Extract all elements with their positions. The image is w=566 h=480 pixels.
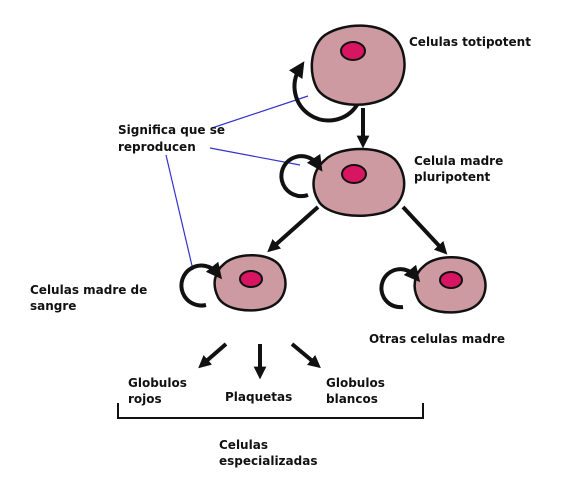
arrow-pluripotent-to-other	[401, 205, 448, 255]
arrow-to-red-cells	[198, 342, 228, 369]
nucleus	[239, 270, 263, 288]
label-blood-stem-line1: Celulas madre de	[30, 283, 148, 297]
self-renewal-arrow-pluripotent	[279, 153, 323, 199]
cell-body	[310, 24, 406, 107]
nucleus	[340, 41, 366, 61]
self-renewal-arrow-totipotent	[288, 61, 359, 123]
label-red-cells-line1: Globulos	[128, 376, 187, 390]
label-significa-line2: reproducen	[118, 140, 196, 154]
label-blood-stem-line2: sangre	[30, 299, 77, 313]
label-white-cells-line1: Globulos	[326, 376, 385, 390]
label-totipotent: Celulas totipotent	[409, 35, 531, 49]
specialized-cells-bracket	[117, 403, 424, 419]
label-other-stem: Otras celulas madre	[369, 332, 505, 346]
other-stem-cell	[413, 256, 487, 314]
label-specialized-line2: especializadas	[219, 454, 318, 468]
label-red-cells-line2: rojos	[128, 392, 162, 406]
nucleus	[341, 164, 367, 184]
pluripotent-cell	[312, 147, 406, 218]
label-platelets: Plaquetas	[225, 390, 293, 404]
self-renewal-arrow-other	[379, 264, 421, 310]
label-pluripotent-line2: pluripotent	[414, 170, 491, 184]
self-renewal-arrow-blood	[179, 261, 223, 308]
label-significa-line1: Significa que se	[118, 123, 226, 137]
nucleus	[439, 271, 463, 289]
blood-stem-cell	[213, 254, 287, 312]
pointer-line-blood	[165, 154, 194, 271]
label-white-cells-line2: blancos	[326, 392, 378, 406]
pointer-line-totipotent	[211, 95, 309, 129]
arrow-pluripotent-to-blood	[267, 205, 320, 253]
totipotent-cell	[310, 24, 406, 107]
label-pluripotent-line1: Celula madre	[414, 154, 504, 168]
arrow-to-white-cells	[290, 342, 321, 369]
label-specialized-line1: Celulas	[219, 438, 268, 452]
